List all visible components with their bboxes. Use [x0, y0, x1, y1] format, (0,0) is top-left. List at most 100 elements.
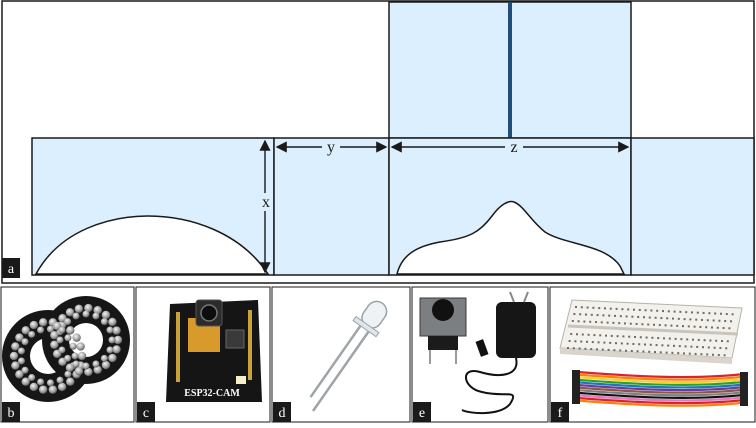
breadboard-hole — [573, 313, 576, 315]
breadboard-hole — [707, 346, 710, 349]
ir-led — [56, 376, 64, 384]
breadboard-hole — [567, 347, 569, 349]
breadboard-hole — [676, 324, 679, 327]
breadboard-hole — [699, 325, 702, 328]
breadboard-hole — [683, 352, 685, 355]
ir-led — [112, 345, 121, 354]
led-leg-short — [309, 325, 362, 398]
flash-led — [236, 376, 246, 384]
ir-led — [38, 385, 48, 394]
ir-led — [65, 363, 75, 372]
dimension-x-bg — [259, 193, 273, 211]
breadboard-hole — [580, 340, 583, 343]
ir-led — [64, 354, 72, 362]
breadboard-hole — [650, 309, 653, 312]
breadboard-hole — [667, 344, 670, 347]
breadboard-hole — [637, 315, 640, 318]
breadboard-hole — [717, 354, 720, 357]
panel-f-breadboard — [549, 286, 756, 423]
jumper-wire — [577, 370, 745, 379]
ir-led — [38, 318, 48, 327]
sd-slot — [225, 329, 245, 349]
breadboard-hole — [616, 335, 619, 338]
panel-label-f: f — [558, 406, 563, 421]
breadboard-holes — [567, 306, 734, 357]
ir-led — [113, 335, 123, 345]
breadboard-hole — [690, 345, 693, 348]
breadboard-hole — [688, 352, 691, 355]
breadboard-hole — [657, 337, 660, 340]
ir-led — [37, 326, 45, 334]
breadboard-hole — [701, 318, 703, 321]
ir-led — [82, 310, 90, 318]
breadboard-hole — [625, 349, 627, 352]
ir-led — [29, 382, 39, 392]
ir-led — [21, 326, 30, 335]
breadboard-channel — [567, 324, 739, 336]
breadboard-hole — [725, 347, 728, 350]
adapter-body — [496, 302, 536, 358]
breadboard-hole — [583, 320, 586, 323]
breadboard-hole — [711, 326, 713, 329]
breadboard-hole — [648, 350, 651, 353]
ir-led — [11, 342, 20, 351]
jumper-wire — [577, 394, 745, 402]
jumper-pins-left — [572, 370, 580, 404]
led-leg-long — [311, 330, 370, 412]
ir-led — [57, 382, 67, 392]
ir-led — [72, 360, 80, 368]
ir-led — [72, 312, 80, 320]
ir-led — [58, 326, 66, 334]
breadboard-hole — [696, 345, 699, 348]
breadboard-hole — [695, 318, 698, 321]
button-cap — [432, 299, 454, 321]
jumper-wire — [577, 376, 745, 384]
breadboard-hole — [654, 316, 657, 319]
ir-led — [106, 326, 114, 334]
breadboard-hole — [648, 316, 651, 319]
breadboard-hole — [642, 350, 645, 353]
breadboard-hole — [619, 315, 622, 318]
breadboard-hole — [660, 317, 663, 320]
breadboard-hole — [591, 341, 594, 344]
breadboard-hole — [585, 313, 587, 316]
breadboard-hole — [708, 312, 711, 315]
breadboard-hole — [572, 347, 575, 350]
ir-led — [101, 360, 111, 370]
breadboard-hole — [589, 320, 592, 323]
breadboard-hole — [661, 344, 664, 347]
breadboard-hole — [612, 321, 615, 324]
breadboard-hole — [682, 325, 684, 328]
breadboard-hole — [712, 353, 714, 356]
ir-led — [15, 370, 24, 379]
ir-led — [28, 330, 36, 338]
breadboard-hole — [621, 308, 624, 311]
breadboard-hole — [677, 352, 680, 355]
breadboard-hole — [625, 315, 628, 318]
breadboard-hole — [655, 344, 658, 347]
breadboard-hole — [633, 308, 635, 311]
ir-led — [100, 318, 108, 326]
jumper-wire — [577, 389, 745, 397]
jumper-wire — [577, 391, 745, 399]
breadboard-hole — [723, 354, 726, 357]
ir-led — [92, 312, 100, 320]
ir-led — [28, 374, 36, 382]
breadboard-hole — [731, 313, 734, 316]
ir-led — [76, 342, 85, 351]
breadboard-hole — [724, 320, 727, 323]
face-side-y — [273, 137, 390, 276]
breadboard-hole — [656, 309, 659, 312]
breadboard-hole — [678, 345, 681, 348]
breadboard-hole — [634, 335, 636, 338]
breadboard-hole — [631, 315, 634, 318]
breadboard-hole — [595, 321, 597, 324]
jumper-wire — [577, 386, 745, 394]
breadboard-hole — [619, 349, 622, 352]
breadboard-hole — [580, 306, 583, 309]
breadboard-hole — [615, 342, 617, 345]
breadboard-hole — [687, 325, 690, 328]
ir-led — [56, 336, 64, 344]
breadboard-edge — [560, 348, 732, 364]
ir-led — [100, 354, 108, 362]
